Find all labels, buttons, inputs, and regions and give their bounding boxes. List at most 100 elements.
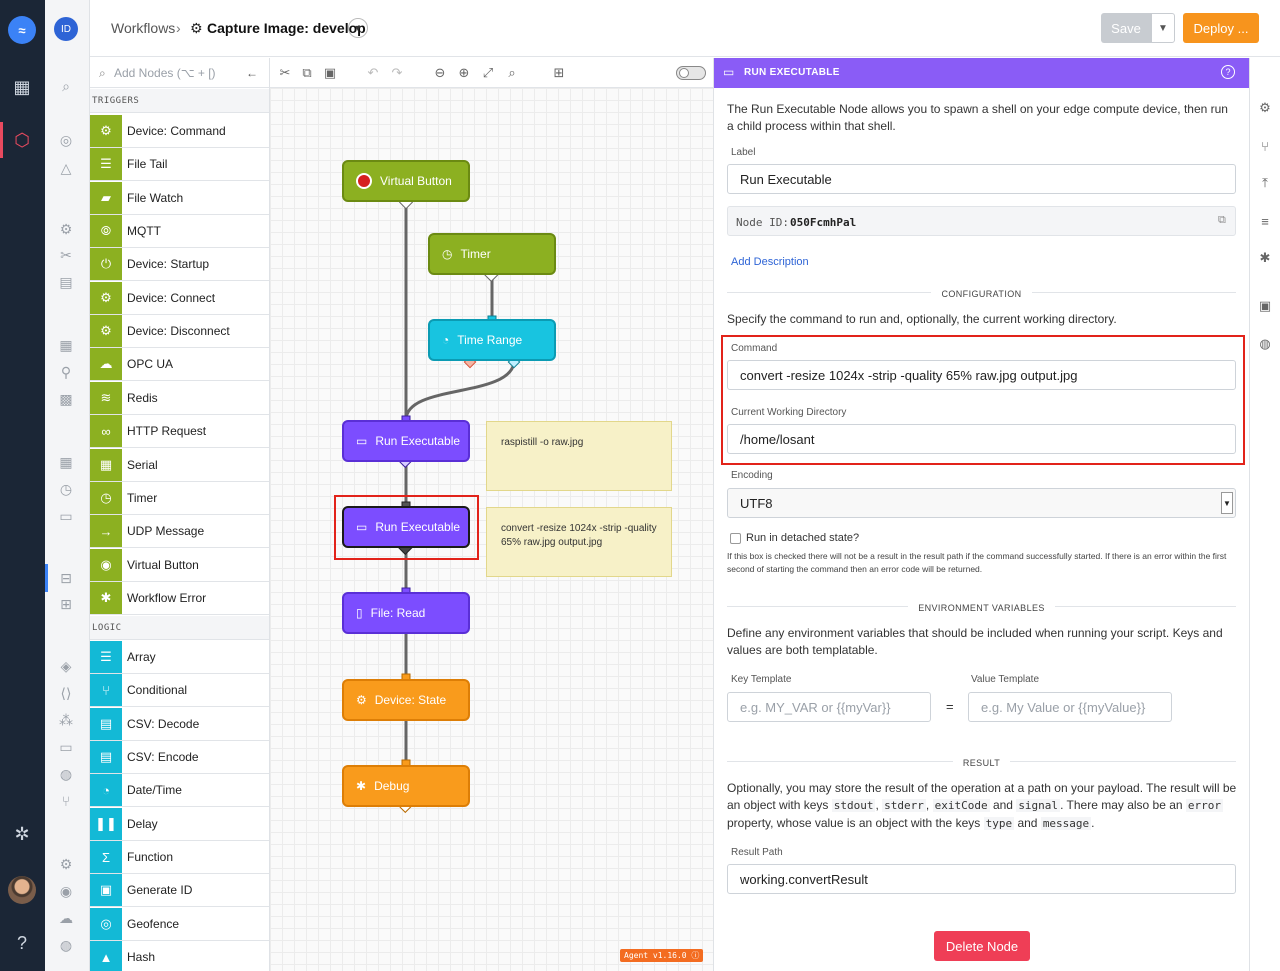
node-virtual-button[interactable]: Virtual Button	[342, 160, 470, 202]
data-explorer-icon[interactable]: ▩	[59, 390, 73, 407]
palette-item[interactable]: ⚙Device: Connect	[90, 281, 269, 315]
palette-item[interactable]: ∞HTTP Request	[90, 415, 269, 449]
value-template-input[interactable]: e.g. My Value or {{myValue}}	[968, 692, 1172, 722]
node-time-range[interactable]: ◔ Time Range	[428, 319, 556, 361]
losant-logo-icon[interactable]: ≈	[8, 16, 36, 44]
comment-note[interactable]: convert -resize 1024x -strip -quality 65…	[486, 507, 672, 577]
palette-item[interactable]: →UDP Message	[90, 515, 269, 549]
graph-icon[interactable]: ⚲	[60, 363, 72, 380]
palette-item[interactable]: ☰File Tail	[90, 148, 269, 182]
dashboard-icon[interactable]: ▦	[59, 453, 73, 470]
node-timer[interactable]: ◷ Timer	[428, 233, 556, 275]
branch-icon[interactable]: ⑂	[61, 793, 71, 809]
deploy-button[interactable]: Deploy ...	[1183, 13, 1259, 43]
experience-icon[interactable]: ◈	[60, 657, 72, 674]
sliders-icon[interactable]: ⊞	[60, 595, 72, 612]
breadcrumb-workflows[interactable]: Workflows	[111, 20, 176, 36]
palette-item[interactable]: ▤CSV: Encode	[90, 741, 269, 775]
wrench-icon[interactable]: ✂	[60, 246, 72, 263]
bug-icon[interactable]: ✱	[1259, 250, 1271, 265]
user-avatar[interactable]	[8, 876, 36, 904]
key-template-input[interactable]: e.g. MY_VAR or {{myVar}}	[727, 692, 931, 722]
paste-icon[interactable]: ▣	[323, 65, 337, 80]
globe-icon[interactable]: ◍	[59, 936, 73, 953]
redo-icon[interactable]: ↷	[391, 65, 403, 80]
palette-search-input[interactable]: Add Nodes (⌥ + [)	[114, 66, 216, 80]
upload-icon[interactable]: ⤒	[1262, 175, 1268, 190]
node-device-state[interactable]: ⚙ Device: State	[342, 679, 470, 721]
copy-icon[interactable]: ⧉	[1218, 214, 1226, 226]
save-button[interactable]: Save	[1101, 13, 1151, 43]
zoom-reset-icon[interactable]: ⌕	[508, 65, 516, 80]
workflow-canvas[interactable]: Virtual Button ◷ Timer ◔ Time Range ▭ Ru…	[270, 88, 713, 971]
dashboard-icon[interactable]: ▦	[13, 76, 31, 97]
undo-icon[interactable]: ↶	[367, 65, 379, 80]
add-comment-icon[interactable]: ⊞	[553, 65, 565, 80]
save-dropdown-icon[interactable]: ▼	[1151, 13, 1175, 43]
workflow-icon[interactable]: ⊟	[60, 569, 72, 586]
api-icon[interactable]: ◉	[59, 882, 73, 899]
zoom-in-icon[interactable]: ⊕	[458, 65, 470, 80]
settings-icon[interactable]: ⚙	[59, 855, 73, 872]
database-icon[interactable]: ≡	[1261, 213, 1269, 229]
palette-item[interactable]: ▤CSV: Decode	[90, 707, 269, 741]
palette-item[interactable]: ◎Geofence	[90, 907, 269, 941]
folder-icon[interactable]: ▭	[59, 738, 73, 755]
globe-icon[interactable]: ◍	[1259, 336, 1271, 351]
cut-icon[interactable]: ✂	[279, 65, 291, 80]
compass-icon[interactable]: ◷	[59, 480, 73, 497]
app-avatar[interactable]: ID	[54, 17, 78, 41]
table-icon[interactable]: ▦	[59, 336, 73, 353]
devices-icon[interactable]: ◎	[59, 131, 73, 148]
palette-item[interactable]: ❚❚Delay	[90, 807, 269, 841]
label-input[interactable]: Run Executable	[727, 164, 1236, 194]
code-icon[interactable]: ⟨⟩	[60, 684, 72, 701]
alert-icon[interactable]: △	[60, 159, 72, 176]
chevron-down-icon[interactable]: ▼	[1221, 492, 1233, 514]
help-icon[interactable]: ?	[16, 932, 27, 953]
palette-item[interactable]: ☁OPC UA	[90, 348, 269, 382]
palette-search[interactable]: ⌕ Add Nodes (⌥ + [) ←	[90, 58, 269, 88]
palette-item[interactable]: ⑂Conditional	[90, 674, 269, 708]
workflow-menu-chevron-icon[interactable]: ▼	[348, 18, 368, 38]
search-icon[interactable]: ⌕	[62, 77, 70, 94]
recipe-icon[interactable]: ▤	[59, 273, 73, 290]
command-input[interactable]: convert -resize 1024x -strip -quality 65…	[727, 360, 1236, 390]
branch-icon[interactable]: ⑂	[1261, 138, 1269, 154]
palette-item[interactable]: ≋Redis	[90, 381, 269, 415]
palette-item[interactable]: ◔Date/Time	[90, 774, 269, 808]
toggle-switch[interactable]	[676, 66, 706, 80]
palette-item[interactable]: ▰File Watch	[90, 181, 269, 215]
users-icon[interactable]: ⁂	[59, 711, 73, 728]
zoom-out-icon[interactable]: ⊖	[434, 65, 446, 80]
palette-item[interactable]: ⦾MQTT	[90, 215, 269, 249]
cwd-input[interactable]: /home/losant	[727, 424, 1236, 454]
palette-item[interactable]: ☰Array	[90, 641, 269, 674]
chip-icon[interactable]: ⚙	[59, 220, 73, 237]
palette-item[interactable]: ✱Workflow Error	[90, 581, 269, 615]
palette-item[interactable]: ▦Serial	[90, 448, 269, 482]
globe-icon[interactable]: ◍	[59, 765, 73, 782]
detached-checkbox[interactable]	[730, 533, 741, 544]
palette-item[interactable]: ◷Timer	[90, 481, 269, 515]
palette-item[interactable]: ⏻Device: Startup	[90, 248, 269, 282]
fit-icon[interactable]: ⤢	[482, 65, 494, 80]
result-path-input[interactable]: working.convertResult	[727, 864, 1236, 894]
node-file-read[interactable]: ▯ File: Read	[342, 592, 470, 634]
delete-node-button[interactable]: Delete Node	[934, 931, 1030, 961]
cube-icon[interactable]: ⬡	[14, 129, 30, 150]
network-icon[interactable]: ✲	[14, 823, 30, 844]
help-icon[interactable]: ?	[1221, 65, 1235, 79]
copy-icon[interactable]: ⧉	[302, 65, 312, 80]
terminal-icon[interactable]: ▣	[1258, 298, 1272, 313]
palette-item[interactable]: ⚙Device: Disconnect	[90, 315, 269, 349]
palette-item[interactable]: ◉Virtual Button	[90, 548, 269, 582]
palette-item[interactable]: ⚙Device: Command	[90, 115, 269, 148]
cloud-icon[interactable]: ☁	[59, 909, 73, 926]
book-icon[interactable]: ▭	[59, 507, 73, 524]
palette-item[interactable]: ▲Hash	[90, 941, 269, 971]
encoding-select[interactable]: UTF8 ▼	[727, 488, 1236, 518]
node-run-executable-2[interactable]: ▭ Run Executable	[342, 506, 470, 548]
settings-icon[interactable]: ⚙	[1259, 100, 1271, 115]
